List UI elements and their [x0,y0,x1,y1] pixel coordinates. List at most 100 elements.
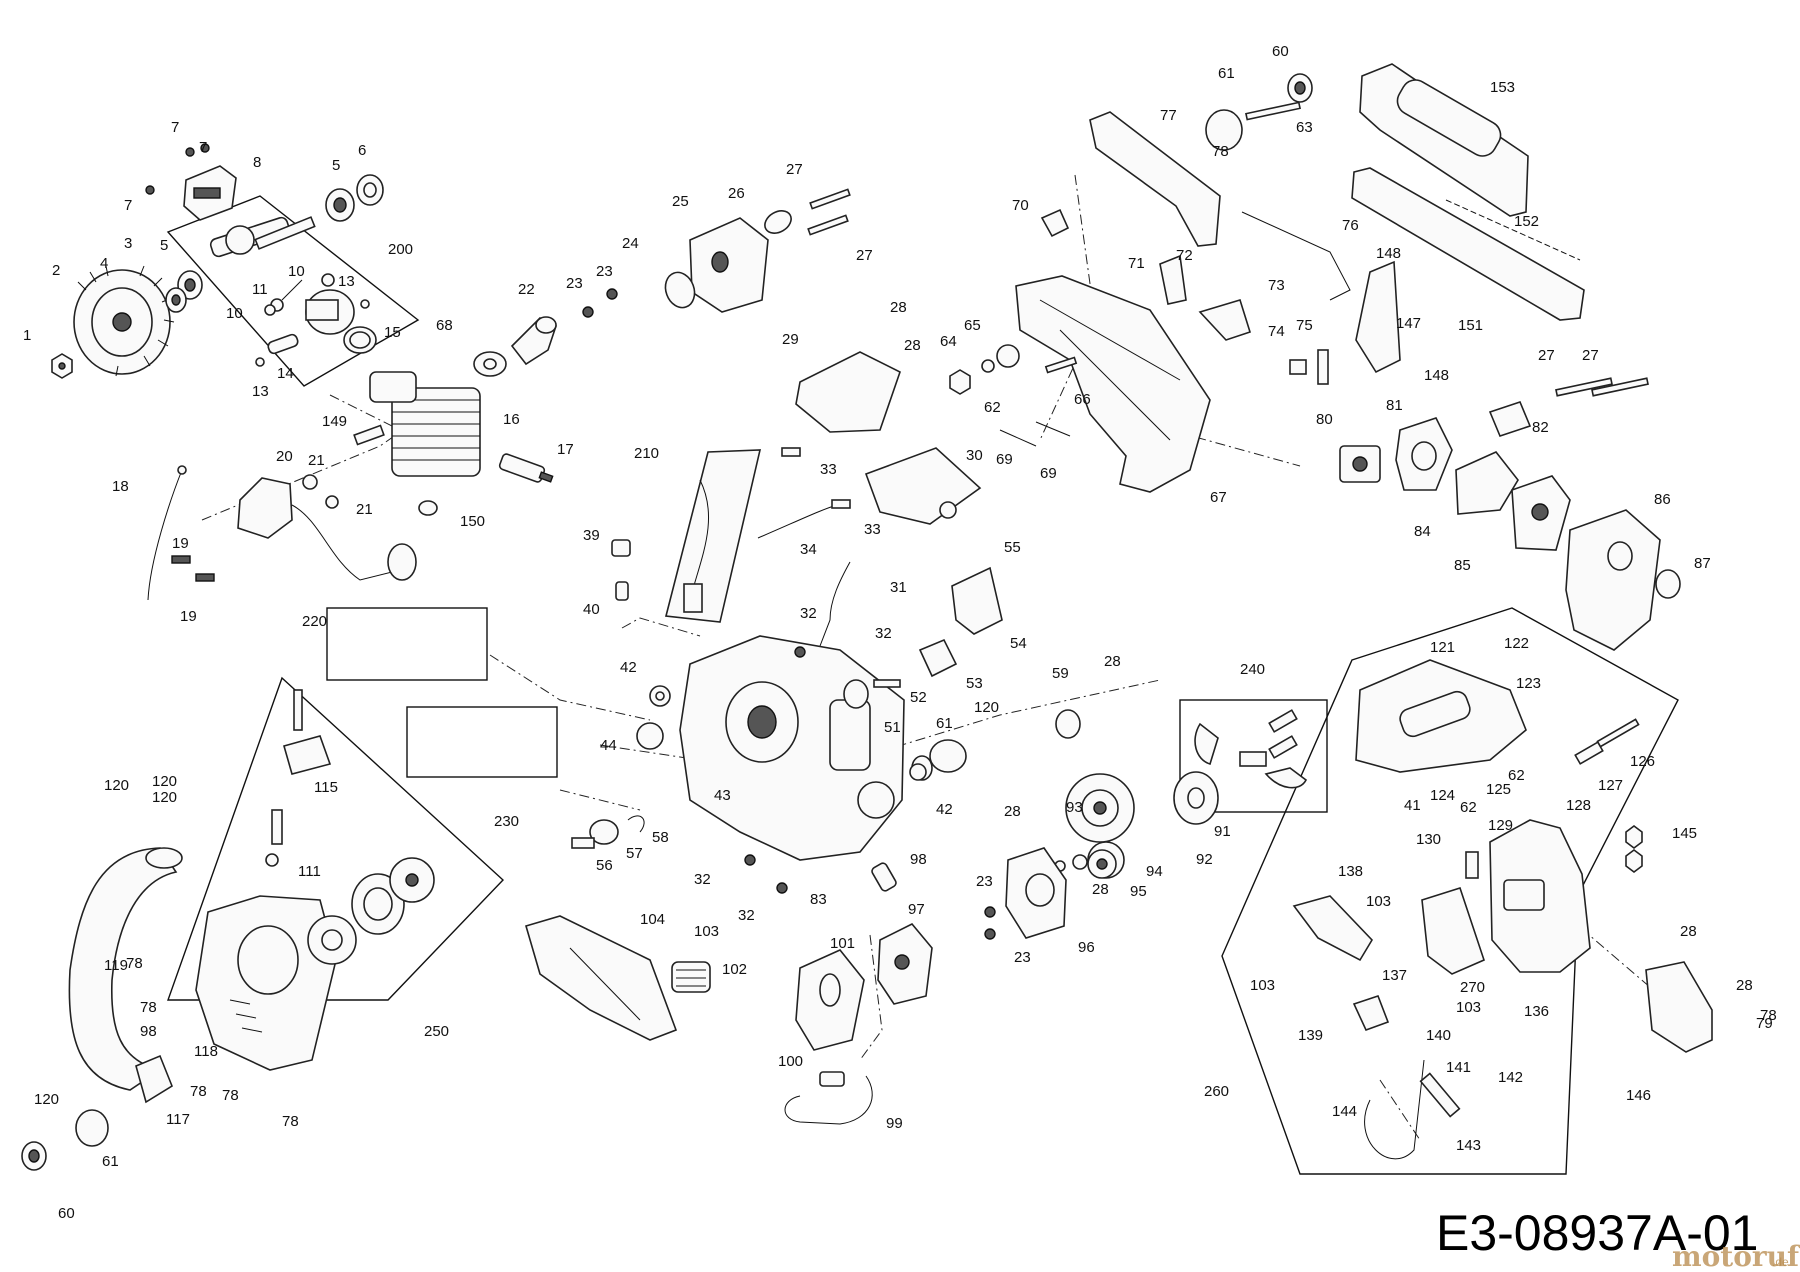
label-27c: 27 [1538,347,1555,364]
label-14: 14 [277,365,294,382]
label-59: 59 [1052,665,1069,682]
clip-58 [627,815,645,833]
crankshaft [209,216,316,258]
washer-91 [1173,771,1219,825]
label-70: 70 [1012,197,1029,214]
label-103c: 103 [1250,977,1275,994]
carburetor-80 [1339,445,1381,483]
label-118: 118 [194,1043,218,1060]
label-64: 64 [940,333,957,350]
label-10b: 10 [226,305,243,322]
label-5: 5 [160,237,168,254]
label-28f: 28 [1680,923,1697,940]
spring-stack [265,809,283,867]
filter-100 [819,1071,845,1087]
cap-60 [1287,73,1313,103]
bar-cover-153 [1359,63,1529,217]
adapter-81 [1395,417,1453,491]
label-2: 2 [52,262,60,279]
label-98a: 98 [910,851,927,868]
washers-10-13 [255,273,370,367]
label-31: 31 [890,579,907,596]
label-75: 75 [1296,317,1313,334]
filter-84 [1455,451,1519,515]
gasket-24 [664,271,696,309]
label-21b: 21 [356,501,373,518]
screws-23-top [582,288,618,318]
label-28g: 28 [1736,977,1753,994]
label-23a: 23 [566,275,583,292]
label-28c: 28 [1104,653,1121,670]
screws-7 [145,143,210,195]
buffer-65 [981,344,1020,373]
bearing-5b [325,188,355,222]
bracket-149 [353,424,385,446]
label-77: 77 [1160,107,1177,124]
label-78b: 78 [126,955,143,972]
label-28b: 28 [904,337,921,354]
cylinder [369,371,481,477]
label-4: 4 [100,255,108,272]
label-122: 122 [1504,635,1529,652]
nut-1 [51,353,73,379]
label-60b: 60 [58,1205,75,1222]
label-19a: 19 [172,535,189,552]
tank-210 [664,449,762,623]
label-120a: 120 [104,777,129,794]
label-146: 146 [1626,1087,1651,1104]
label-144: 144 [1332,1103,1357,1120]
lever-73 [1198,299,1251,341]
label-69a: 69 [996,451,1013,468]
label-28d: 28 [1004,803,1021,820]
washers-21 [302,474,339,509]
frame-250 [167,676,505,1001]
worm-98 [871,862,897,892]
label-148b: 148 [1424,367,1449,384]
label-78e: 78 [222,1087,239,1104]
label-52: 52 [910,689,927,706]
label-210: 210 [634,445,659,462]
watermark-suffix: .de [1772,1255,1789,1269]
label-28a: 28 [890,299,907,316]
label-125: 125 [1486,781,1511,798]
label-138: 138 [1338,863,1363,880]
pin-66 [1044,356,1078,374]
label-240: 240 [1240,661,1265,678]
sprocket-95 [1087,849,1117,879]
label-28e: 28 [1092,881,1109,898]
label-29: 29 [782,331,799,348]
wire-18 [147,465,187,601]
label-66: 66 [1074,391,1091,408]
label-61a: 61 [1218,65,1235,82]
label-19b: 19 [180,608,197,625]
label-103d: 103 [1456,999,1481,1016]
label-10a: 10 [288,263,305,280]
label-23b: 23 [596,263,613,280]
label-30: 30 [966,447,983,464]
label-34: 34 [800,541,817,558]
label-120d: 120 [974,699,999,716]
label-32d: 32 [738,907,755,924]
label-95: 95 [1130,883,1147,900]
label-51: 51 [884,719,901,736]
label-42b: 42 [936,801,953,818]
screws-32 [744,646,806,894]
washer-42a [649,685,671,707]
label-33a: 33 [820,461,837,478]
bulb-44 [636,722,664,750]
pulley-111 [307,915,357,965]
label-120e: 120 [34,1091,59,1108]
label-7a: 7 [171,119,179,136]
part-82 [1488,401,1532,437]
pickup-56-57 [571,819,619,849]
label-94: 94 [1146,863,1163,880]
label-71: 71 [1128,255,1145,272]
label-13a: 13 [338,273,355,290]
plate-101 [795,949,865,1051]
spring-disc [351,873,405,935]
bearing-4 [165,287,187,313]
label-93: 93 [1066,799,1083,816]
part-labels: 1 2 3 4 5 5 6 7 7 7 8 10 10 11 13 13 14 … [23,43,1777,1222]
label-57: 57 [626,845,643,862]
